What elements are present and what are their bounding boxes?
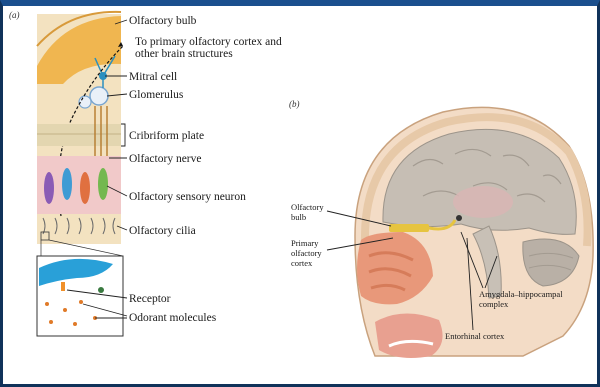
odorant-dot (49, 320, 53, 324)
label-mitral-cell: Mitral cell (129, 71, 177, 83)
label-to-cortex-line2: other brain structures (135, 48, 233, 60)
label-cribriform-plate: Cribriform plate (129, 130, 204, 142)
receptor-shape (61, 282, 65, 291)
bracket-cribriform-plate (121, 124, 125, 146)
label-b-primary-cortex-line2: olfactory (291, 248, 322, 258)
olfactory-system-figure: (a) (3, 6, 597, 384)
label-b-entorhinal-cortex: Entorhinal cortex (445, 331, 505, 341)
label-b-primary-cortex-line1: Primary (291, 238, 319, 248)
glomerulus-shape (90, 87, 108, 105)
olfactory-bulb-b-shape (389, 224, 429, 232)
label-b-amygdala-line1: Amygdala–hippocampal (479, 289, 563, 299)
label-odorant-molecules: Odorant molecules (129, 312, 217, 324)
panel-a: (a) (9, 10, 282, 336)
label-b-olfactory-bulb-line1: Olfactory (291, 202, 324, 212)
label-b-amygdala-line2: complex (479, 299, 509, 309)
sensory-neuron-shape (98, 168, 108, 200)
label-glomerulus: Glomerulus (129, 89, 184, 101)
odorant-dot (63, 308, 67, 312)
limbic-area-shape (453, 186, 513, 218)
panel-b: (b) Olfactory bulb Primary (289, 99, 593, 358)
label-b-primary-cortex-line3: cortex (291, 258, 313, 268)
label-olfactory-bulb: Olfactory bulb (129, 15, 197, 27)
odorant-dot (79, 300, 83, 304)
sensory-neuron-shape (80, 172, 90, 204)
glomerulus-small-shape (79, 96, 91, 108)
panel-b-marker: (b) (289, 99, 300, 109)
label-to-cortex-line1: To primary olfactory cortex and (135, 36, 282, 48)
label-olfactory-sensory-neuron: Olfactory sensory neuron (129, 191, 246, 203)
cribriform-plate-shape (37, 124, 121, 146)
label-olfactory-cilia: Olfactory cilia (129, 225, 196, 237)
odorant-dot (73, 322, 77, 326)
odorant-bound-shape (98, 287, 104, 293)
sensory-neuron-shape (62, 168, 72, 200)
label-olfactory-nerve: Olfactory nerve (129, 153, 201, 165)
label-b-olfactory-bulb-line2: bulb (291, 212, 306, 222)
oral-cavity-shape (375, 313, 443, 358)
label-receptor: Receptor (129, 293, 171, 305)
olfactory-target-dot (456, 215, 462, 221)
panel-a-marker: (a) (9, 10, 20, 20)
odorant-dot (45, 302, 49, 306)
sensory-neuron-shape (44, 172, 54, 204)
